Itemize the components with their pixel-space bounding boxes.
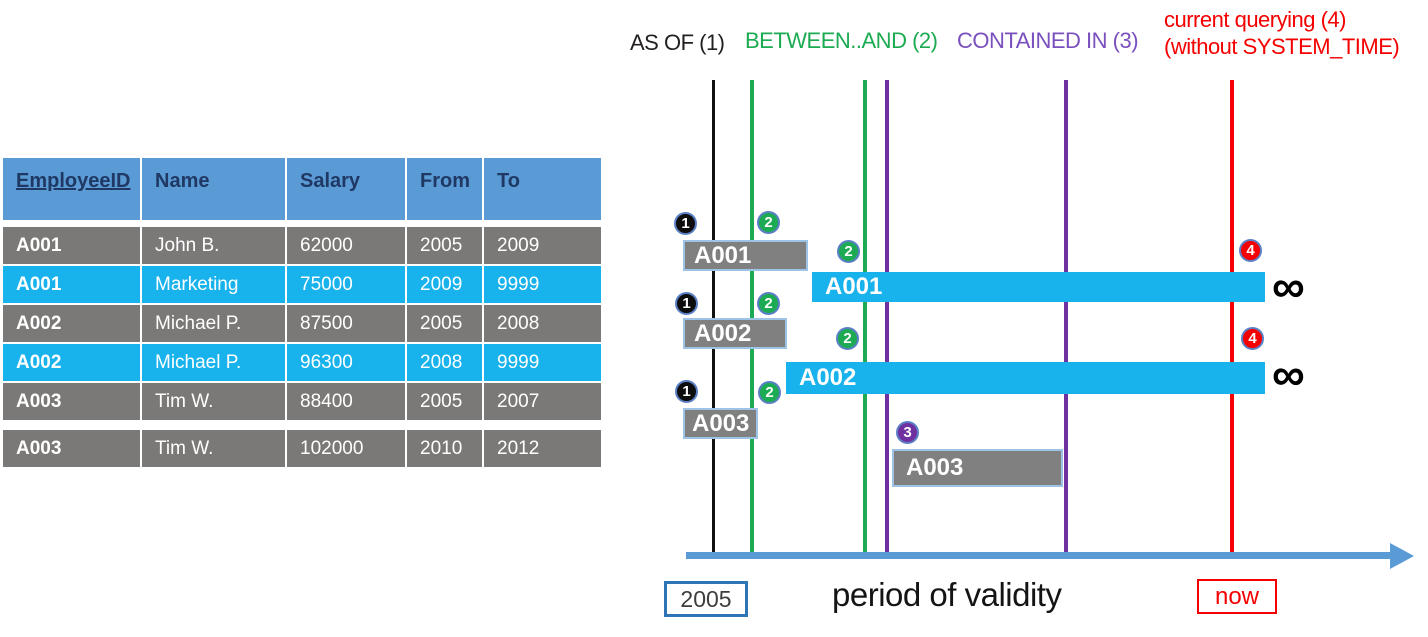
cell-employeeid: A003 — [3, 430, 140, 467]
cell-to: 9999 — [484, 266, 601, 303]
cell-name: Marketing — [142, 266, 285, 303]
time-axis — [686, 552, 1392, 559]
badge-2-a001-current: 2 — [837, 240, 860, 263]
badge-1-a002: 1 — [675, 292, 698, 315]
cell-salary: 102000 — [287, 430, 405, 467]
bar-a002-current: A002 — [786, 362, 1265, 394]
bar-a001-current: A001 — [812, 272, 1265, 302]
cell-from: 2010 — [407, 430, 482, 467]
cell-to: 2007 — [484, 383, 601, 420]
cell-name: Michael P. — [142, 305, 285, 342]
axis-caption: period of validity — [832, 576, 1062, 613]
table-row: A003 Tim W. 88400 2005 2007 — [3, 383, 603, 420]
cell-salary: 87500 — [287, 305, 405, 342]
cell-from: 2005 — [407, 305, 482, 342]
header-employeeid: EmployeeID — [3, 158, 140, 220]
badge-2-a001-start: 2 — [757, 211, 780, 234]
cell-salary: 62000 — [287, 227, 405, 264]
header-name: Name — [142, 158, 285, 220]
contained-start-line — [885, 80, 889, 556]
legend-current-querying: current querying (4) (without SYSTEM_TIM… — [1164, 6, 1400, 60]
cell-employeeid: A001 — [3, 266, 140, 303]
cell-salary: 88400 — [287, 383, 405, 420]
infinity-icon: ∞ — [1272, 348, 1305, 400]
table-row: A002 Michael P. 87500 2005 2008 — [3, 305, 603, 342]
legend-as-of: AS OF (1) — [630, 30, 725, 55]
cell-from: 2005 — [407, 383, 482, 420]
cell-to: 2012 — [484, 430, 601, 467]
badge-3-a003: 3 — [896, 421, 919, 444]
legend-current-line1: current querying (4) — [1164, 7, 1346, 32]
cell-employeeid: A001 — [3, 227, 140, 264]
axis-now-label: now — [1197, 579, 1277, 614]
cell-name: Tim W. — [142, 430, 285, 467]
axis-start-label: 2005 — [664, 581, 748, 617]
cell-from: 2009 — [407, 266, 482, 303]
bar-a003-history-1: A003 — [683, 408, 758, 439]
cell-salary: 96300 — [287, 344, 405, 381]
bar-a002-history: A002 — [683, 318, 787, 349]
cell-name: Michael P. — [142, 344, 285, 381]
table-row: A001 John B. 62000 2005 2009 — [3, 227, 603, 264]
cell-to: 2008 — [484, 305, 601, 342]
time-axis-arrowhead-icon — [1390, 543, 1414, 569]
cell-employeeid: A002 — [3, 344, 140, 381]
table-header-row: EmployeeID Name Salary From To — [3, 158, 603, 220]
badge-1-a003: 1 — [675, 380, 698, 403]
cell-from: 2008 — [407, 344, 482, 381]
table-row: A001 Marketing 75000 2009 9999 — [3, 266, 603, 303]
header-salary: Salary — [287, 158, 405, 220]
badge-1-a001: 1 — [674, 212, 697, 235]
infinity-icon: ∞ — [1272, 260, 1305, 312]
header-from: From — [407, 158, 482, 220]
legend-current-line2: (without SYSTEM_TIME) — [1164, 34, 1400, 59]
badge-2-a002-start: 2 — [757, 292, 780, 315]
cell-salary: 75000 — [287, 266, 405, 303]
cell-name: Tim W. — [142, 383, 285, 420]
now-line — [1230, 80, 1234, 556]
cell-to: 2009 — [484, 227, 601, 264]
legend-contained-in: CONTAINED IN (3) — [957, 28, 1139, 53]
bar-a003-history-2: A003 — [892, 449, 1063, 487]
badge-4-a002: 4 — [1241, 327, 1264, 350]
legend-between-and: BETWEEN..AND (2) — [745, 28, 938, 53]
cell-from: 2005 — [407, 227, 482, 264]
bar-a001-history: A001 — [683, 240, 808, 271]
table-row: A002 Michael P. 96300 2008 9999 — [3, 344, 603, 381]
badge-4-a001: 4 — [1239, 239, 1262, 262]
cell-to: 9999 — [484, 344, 601, 381]
contained-end-line — [1064, 80, 1068, 556]
badge-2-a003: 2 — [758, 381, 781, 404]
employee-table: EmployeeID Name Salary From To A001 John… — [3, 158, 603, 469]
cell-name: John B. — [142, 227, 285, 264]
badge-2-a002-current: 2 — [836, 327, 859, 350]
cell-employeeid: A003 — [3, 383, 140, 420]
between-end-line — [863, 80, 867, 556]
table-row: A003 Tim W. 102000 2010 2012 — [3, 430, 603, 467]
header-to: To — [484, 158, 601, 220]
cell-employeeid: A002 — [3, 305, 140, 342]
